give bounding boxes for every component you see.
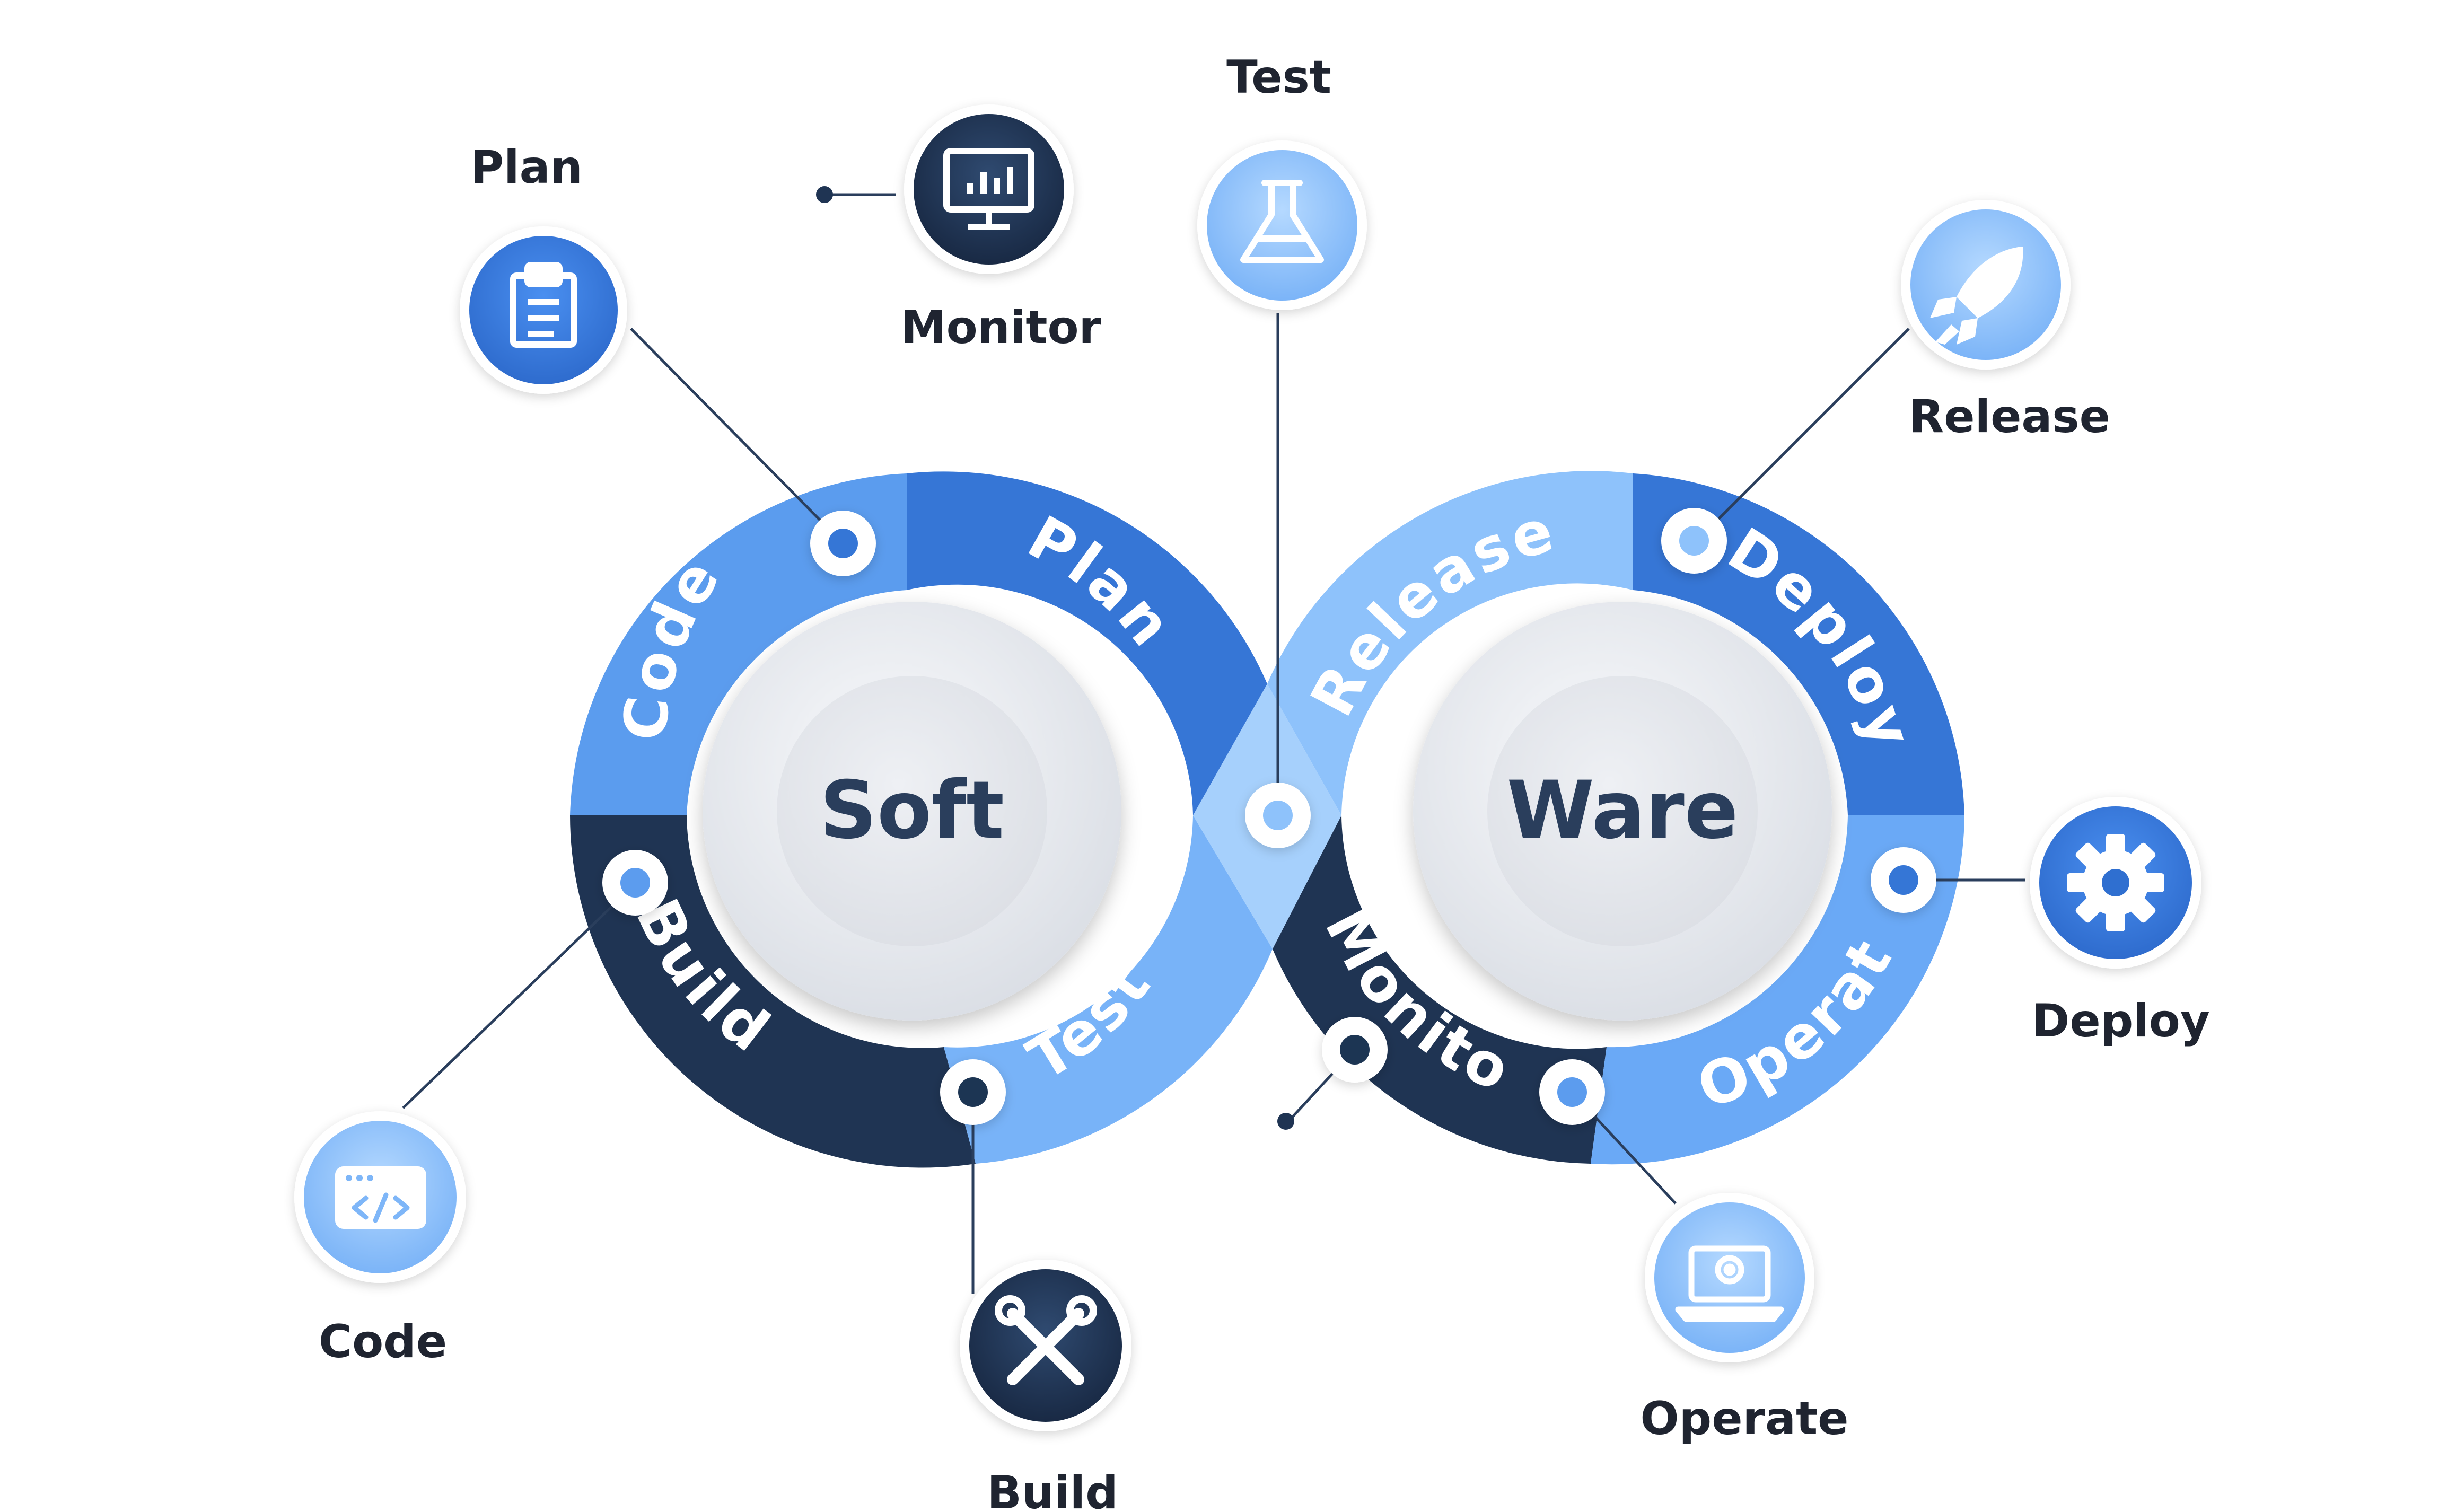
stage-label-monitor: Monitor	[901, 301, 1102, 354]
segment-plan	[907, 471, 1267, 815]
loop-node-build	[940, 1059, 1006, 1125]
stage-label-test: Test	[1226, 51, 1331, 104]
segment-operate	[1591, 815, 1964, 1165]
connector-release	[1696, 328, 1910, 542]
loop-node-deploy	[1871, 847, 1936, 913]
dot-monitor-loop	[1277, 1113, 1294, 1130]
center-right-label: Ware	[1506, 764, 1738, 857]
segment-build	[570, 815, 976, 1168]
stage-release	[1901, 200, 2071, 370]
stage-label-operate: Operate	[1641, 1392, 1849, 1445]
stage-label-release: Release	[1909, 390, 2110, 443]
loop-node-operate	[1539, 1059, 1605, 1125]
connectors	[402, 193, 2025, 1294]
stage-build	[960, 1260, 1131, 1431]
loop-node-plan	[810, 511, 876, 576]
stage-label-deploy: Deploy	[2032, 995, 2210, 1048]
connector-plan	[630, 328, 841, 542]
stage-plan	[460, 226, 627, 394]
stage-label-code: Code	[319, 1315, 447, 1368]
stage-label-build: Build	[987, 1466, 1118, 1512]
center-left-label: Soft	[820, 764, 1004, 857]
loop-node-monitor	[1322, 1017, 1388, 1083]
gear-icon	[2067, 834, 2164, 931]
loop-node-release	[1661, 508, 1727, 574]
clipboard-icon	[510, 262, 577, 348]
loop-nodes	[602, 508, 1936, 1125]
segment-test	[944, 815, 1273, 1164]
center-right	[1413, 602, 1832, 1021]
stage-operate	[1645, 1193, 1814, 1362]
code-window-icon	[335, 1166, 426, 1229]
tools-icon	[1007, 1308, 1084, 1385]
connector-code	[402, 884, 635, 1109]
segment-release	[1267, 471, 1633, 815]
center-left	[703, 602, 1121, 1021]
dot-monitor	[816, 186, 833, 203]
loop-node-test	[1245, 783, 1311, 848]
segment-monitor	[1273, 815, 1607, 1164]
loop-node-code	[602, 850, 668, 916]
flask-icon	[1240, 180, 1324, 263]
stage-monitor	[904, 104, 1074, 274]
monitor-chart-icon	[943, 148, 1034, 230]
stage-code	[294, 1111, 466, 1283]
stage-test	[1197, 140, 1367, 310]
stage-deploy	[2030, 797, 2201, 969]
stage-label-plan: Plan	[470, 141, 583, 194]
rocket-icon	[1930, 247, 2023, 345]
laptop-gear-icon	[1675, 1245, 1784, 1322]
